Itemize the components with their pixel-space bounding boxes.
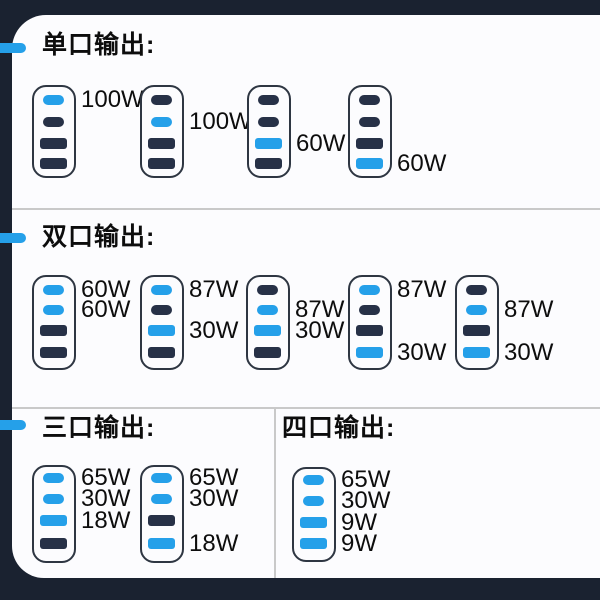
usb-a-port-active	[40, 515, 67, 526]
section-divider-1	[12, 208, 600, 210]
usb-a-port-active	[300, 517, 327, 528]
charger-body	[32, 275, 76, 370]
usb-c-port-active	[43, 473, 64, 483]
port-wattage-label: 65W	[341, 466, 391, 493]
charger-body	[140, 275, 184, 370]
usb-c-port-active	[43, 285, 64, 295]
usb-a-port-active	[254, 325, 281, 336]
charger-body	[247, 85, 291, 178]
usb-c-port-active	[359, 285, 380, 295]
port-wattage-label: 18W	[81, 506, 131, 534]
port-wattage-label: 30W	[295, 316, 345, 344]
usb-a-port	[255, 158, 282, 169]
port-wattage-label: 18W	[189, 529, 239, 557]
usb-a-port-active	[356, 158, 383, 169]
port-wattage-label: 30W	[504, 338, 554, 366]
charger-body	[455, 275, 499, 370]
charger-body	[348, 275, 392, 370]
port-wattage-label: 100W	[81, 86, 144, 113]
usb-c-port-active	[43, 494, 64, 504]
usb-c-port	[258, 95, 279, 105]
section-title: 三口输出:	[42, 414, 156, 442]
port-wattage-label: 65W	[189, 464, 239, 491]
usb-a-port	[356, 138, 383, 149]
port-wattage-label: 60W	[397, 149, 447, 177]
charger-body	[246, 275, 290, 370]
charger-body	[292, 467, 336, 562]
charger-body	[140, 85, 184, 178]
charger-body	[32, 85, 76, 178]
charger-body	[348, 85, 392, 178]
usb-c-port	[466, 285, 487, 295]
section-marker-dash	[0, 420, 26, 430]
port-wattage-label: 30W	[341, 487, 391, 514]
usb-c-port	[359, 95, 380, 105]
usb-c-port-active	[151, 117, 172, 127]
port-wattage-label: 87W	[295, 296, 345, 323]
usb-c-port-active	[466, 305, 487, 315]
section-title: 单口输出:	[42, 31, 156, 59]
usb-a-port-active	[148, 325, 175, 336]
port-wattage-label: 9W	[341, 508, 377, 536]
port-wattage-label: 87W	[189, 276, 239, 303]
usb-a-port-active	[255, 138, 282, 149]
usb-c-port	[43, 117, 64, 127]
usb-a-port	[148, 158, 175, 169]
section-marker-dash	[0, 233, 26, 243]
port-wattage-label: 60W	[81, 276, 131, 303]
port-wattage-label: 30W	[189, 485, 239, 512]
usb-a-port	[40, 347, 67, 358]
port-wattage-label: 9W	[341, 529, 377, 557]
port-wattage-label: 30W	[189, 316, 239, 344]
usb-a-port-active	[148, 538, 175, 549]
port-wattage-label: 60W	[81, 296, 131, 323]
port-wattage-label: 87W	[397, 276, 447, 303]
port-wattage-label: 60W	[296, 129, 346, 157]
usb-a-port	[254, 347, 281, 358]
usb-a-port	[148, 138, 175, 149]
usb-c-port-active	[43, 95, 64, 105]
usb-c-port	[359, 117, 380, 127]
usb-c-port	[257, 285, 278, 295]
charger-body	[140, 465, 184, 563]
usb-c-port-active	[43, 305, 64, 315]
usb-a-port	[40, 138, 67, 149]
column-divider	[274, 408, 276, 578]
usb-a-port	[463, 325, 490, 336]
usb-c-port-active	[303, 475, 324, 485]
usb-c-port	[258, 117, 279, 127]
port-wattage-label: 30W	[81, 485, 131, 512]
usb-c-port-active	[257, 305, 278, 315]
port-wattage-label: 100W	[189, 108, 252, 135]
usb-a-port-active	[356, 347, 383, 358]
port-wattage-label: 65W	[81, 464, 131, 491]
charger-body	[32, 465, 76, 563]
usb-c-port-active	[151, 473, 172, 483]
usb-a-port	[40, 158, 67, 169]
usb-a-port	[40, 538, 67, 549]
usb-a-port	[148, 515, 175, 526]
section-divider-2	[12, 407, 600, 409]
usb-c-port	[359, 305, 380, 315]
section-marker-dash	[0, 43, 26, 53]
usb-a-port	[148, 347, 175, 358]
usb-c-port-active	[151, 494, 172, 504]
usb-c-port-active	[151, 285, 172, 295]
usb-a-port-active	[463, 347, 490, 358]
usb-c-port	[151, 95, 172, 105]
port-wattage-label: 30W	[397, 338, 447, 366]
port-wattage-label: 87W	[504, 296, 554, 323]
usb-c-port	[151, 305, 172, 315]
section-title: 四口输出:	[282, 414, 396, 442]
usb-c-port-active	[303, 496, 324, 506]
usb-a-port	[356, 325, 383, 336]
usb-a-port-active	[300, 538, 327, 549]
usb-a-port	[40, 325, 67, 336]
section-title: 双口输出:	[42, 223, 156, 251]
